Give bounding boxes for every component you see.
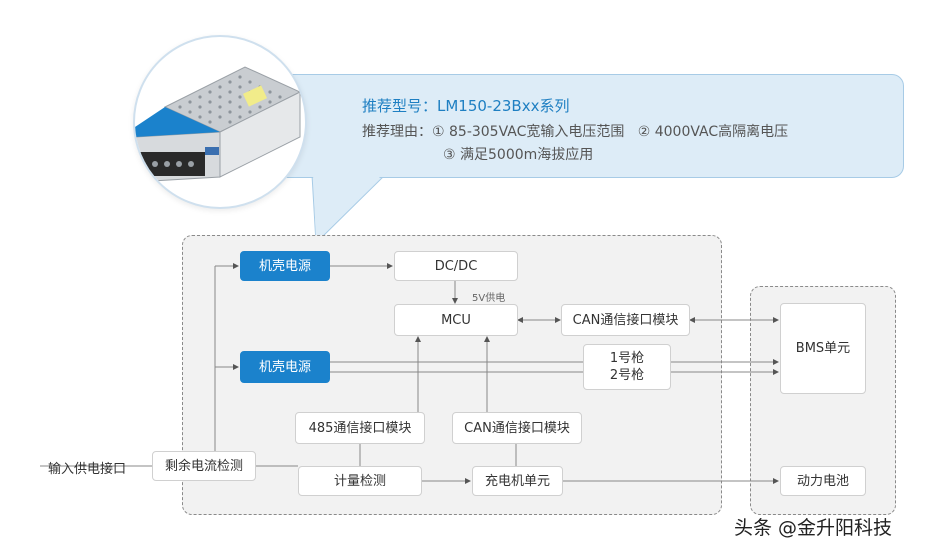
rs485-module: 485通信接口模块 bbox=[295, 412, 425, 444]
gun-1-label: 1号枪 bbox=[609, 351, 645, 366]
bms-unit: BMS单元 bbox=[780, 303, 866, 394]
product-photo bbox=[133, 35, 307, 209]
gun-2-label: 2号枪 bbox=[609, 368, 645, 383]
callout-title: 推荐型号：LM150-23Bxx系列 bbox=[362, 97, 570, 115]
metering-detection: 计量检测 bbox=[298, 466, 422, 496]
callout-reason-line1: 推荐理由：① 85-305VAC宽输入电压范围 ② 4000VAC高隔离电压 bbox=[362, 124, 789, 140]
residual-current-detection: 剩余电流检测 bbox=[152, 451, 256, 481]
power-battery: 动力电池 bbox=[780, 466, 866, 496]
mcu-node: MCU bbox=[394, 304, 518, 336]
can-module-top: CAN通信接口模块 bbox=[561, 304, 690, 336]
dcdc-node: DC/DC bbox=[394, 251, 518, 281]
case-power-supply-2: 机壳电源 bbox=[240, 351, 330, 383]
watermark-text: 头条 @金升阳科技 bbox=[734, 517, 893, 539]
power-supply-illustration bbox=[135, 66, 302, 183]
case-power-supply-1: 机壳电源 bbox=[240, 251, 330, 281]
supply-5v-label: 5V供电 bbox=[472, 293, 506, 304]
recommendation-callout bbox=[208, 74, 904, 178]
charger-unit: 充电机单元 bbox=[472, 466, 563, 496]
callout-reason-line2: ③ 满足5000m海拔应用 bbox=[443, 147, 594, 163]
charging-guns-node: 1号枪 2号枪 bbox=[583, 344, 671, 390]
can-module-bottom: CAN通信接口模块 bbox=[452, 412, 582, 444]
input-port-label: 输入供电接口 bbox=[48, 462, 127, 477]
